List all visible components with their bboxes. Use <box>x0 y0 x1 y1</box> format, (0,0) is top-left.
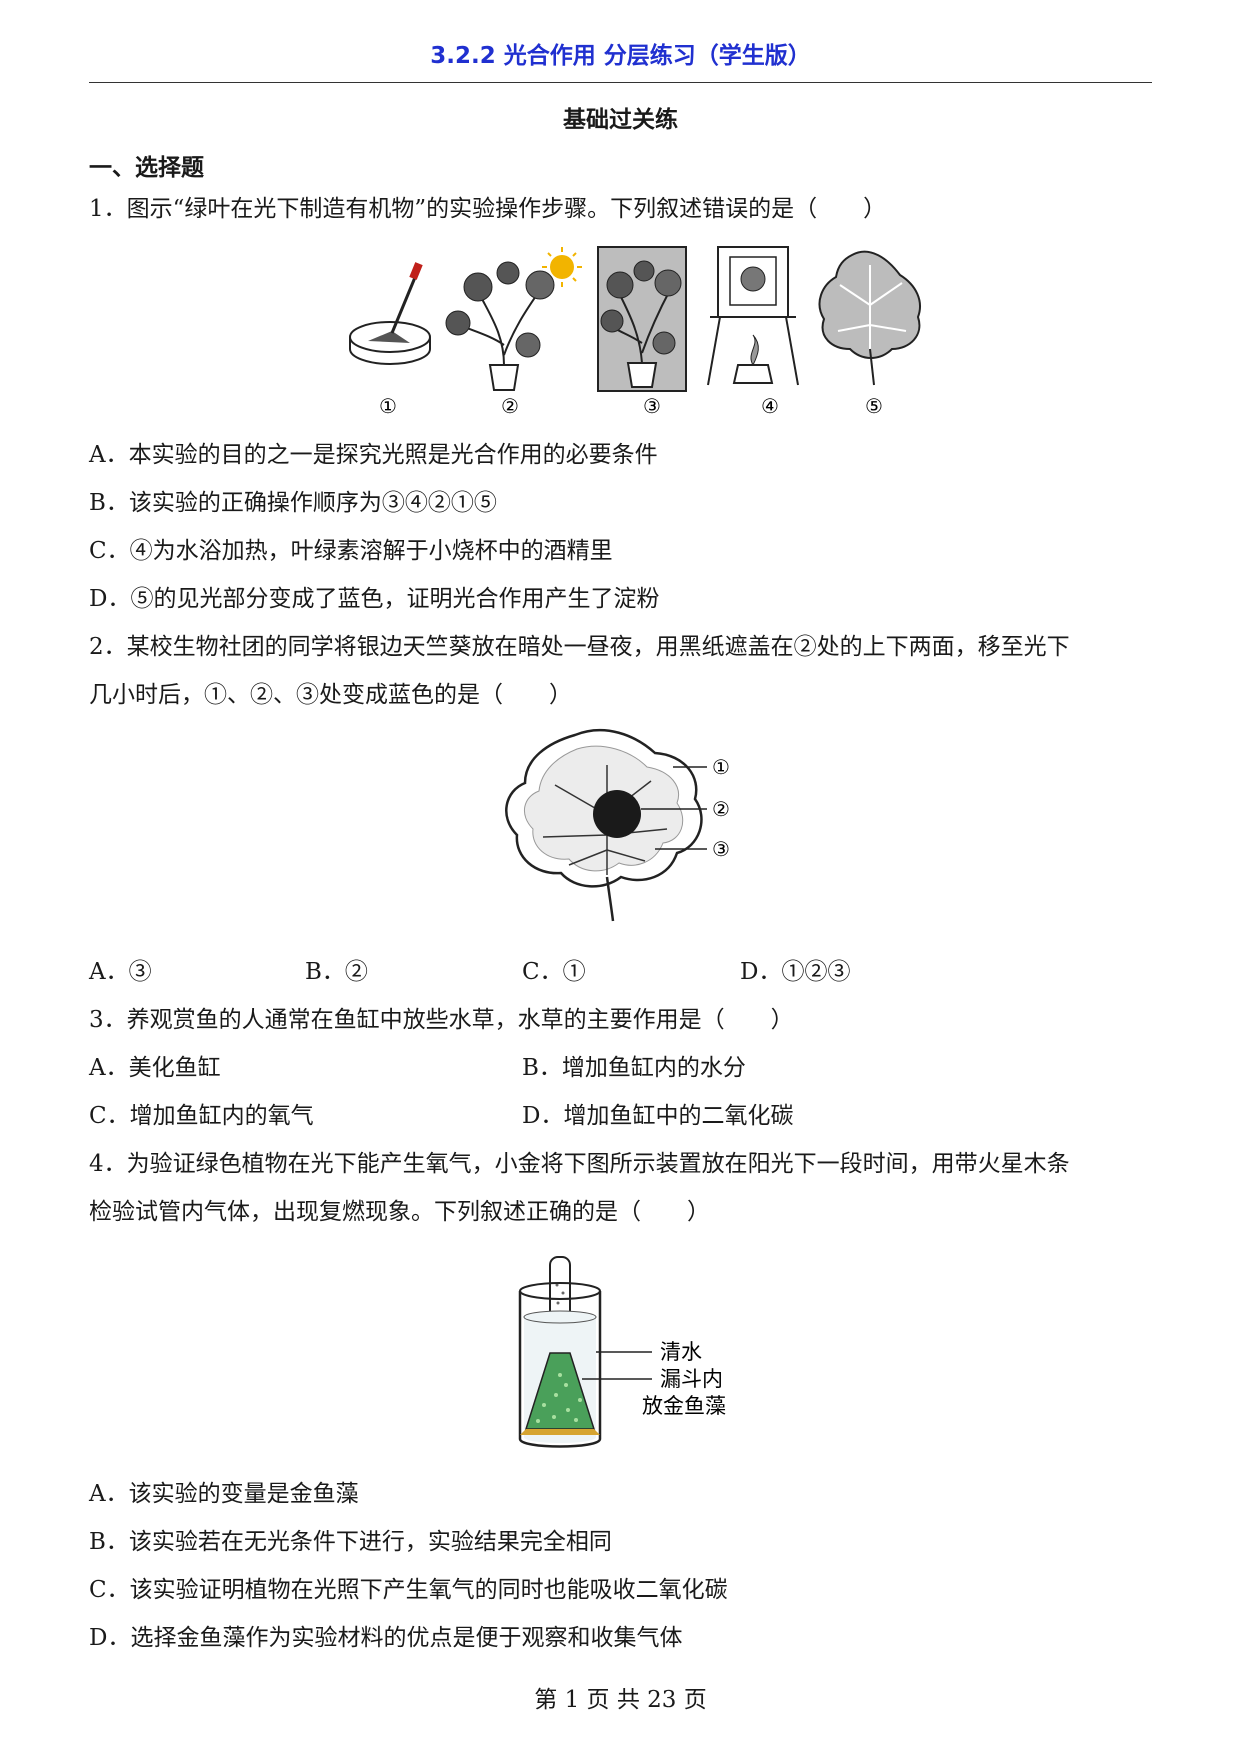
q4-apparatus-figure: 清水 漏斗内 放金鱼藻 <box>518 1256 726 1448</box>
q4-option-a: A．该实验的变量是金鱼藻 <box>89 1481 359 1507</box>
q1-option-d: D．⑤的见光部分变成了蓝色，证明光合作用产生了淀粉 <box>89 586 660 612</box>
q4-option-d: D．选择金鱼藻作为实验材料的优点是便于观察和收集气体 <box>89 1625 683 1651</box>
q2-leaf-figure: ① ② ③ <box>505 728 730 922</box>
q2-option-d: D．①②③ <box>740 959 851 985</box>
q2-option-b: B．② <box>305 959 368 985</box>
q3-option-c: C．增加鱼缸内的氧气 <box>89 1103 314 1129</box>
q4-fig-label-funnel: 漏斗内 <box>660 1367 723 1391</box>
q2-option-c: C．① <box>522 959 586 985</box>
q1-fig-label-3: ③ <box>643 394 661 418</box>
q3-stem: 3．养观赏鱼的人通常在鱼缸中放些水草，水草的主要作用是（ ） <box>89 1007 794 1033</box>
q1-figure: ① ② ③ ④ ⑤ <box>349 246 921 418</box>
page-footer: 第 1 页 共 23 页 <box>534 1687 707 1713</box>
q1-fig-label-2: ② <box>501 394 519 418</box>
q3-option-b: B．增加鱼缸内的水分 <box>522 1055 746 1081</box>
part-title: 一、选择题 <box>89 155 204 181</box>
header-divider <box>89 82 1152 83</box>
q1-option-a: A．本实验的目的之一是探究光照是光合作用的必要条件 <box>89 442 658 468</box>
q2-fig-label-3: ③ <box>712 837 730 861</box>
q4-option-c: C．该实验证明植物在光照下产生氧气的同时也能吸收二氧化碳 <box>89 1577 728 1603</box>
q3-option-d: D．增加鱼缸中的二氧化碳 <box>522 1103 794 1129</box>
q1-fig-leaf <box>818 250 921 386</box>
q2-stem-line-1: 2．某校生物社团的同学将银边天竺葵放在暗处一昼夜，用黑纸遮盖在②处的上下两面，移… <box>89 634 1070 660</box>
q4-fig-label-algae: 放金鱼藻 <box>642 1394 726 1418</box>
q1-fig-label-5: ⑤ <box>865 394 883 418</box>
q2-stem-line-2: 几小时后，①、②、③处变成蓝色的是（ ） <box>89 682 572 708</box>
q4-stem-line-1: 4．为验证绿色植物在光下能产生氧气，小金将下图所示装置放在阳光下一段时间，用带火… <box>89 1151 1070 1177</box>
q4-stem-line-2: 检验试管内气体，出现复燃现象。下列叙述正确的是（ ） <box>89 1199 710 1225</box>
q1-fig-water-bath <box>707 246 799 386</box>
q4-option-b: B．该实验若在无光条件下进行，实验结果完全相同 <box>89 1529 612 1555</box>
q1-fig-plant-dark <box>597 246 687 392</box>
q3-option-a: A．美化鱼缸 <box>89 1055 221 1081</box>
page-header-title: 3.2.2 光合作用 分层练习（学生版） <box>430 43 811 69</box>
section-title: 基础过关练 <box>563 107 678 133</box>
q4-fig-label-water: 清水 <box>660 1340 702 1364</box>
q1-fig-label-4: ④ <box>761 394 779 418</box>
q1-fig-dish-dropper <box>349 262 431 365</box>
q1-fig-plant-sun <box>445 247 582 391</box>
q2-option-a: A．③ <box>89 959 152 985</box>
q1-stem: 1．图示“绿叶在光下制造有机物”的实验操作步骤。下列叙述错误的是（ ） <box>89 196 887 222</box>
q1-option-c: C．④为水浴加热，叶绿素溶解于小烧杯中的酒精里 <box>89 538 613 564</box>
q1-option-b: B．该实验的正确操作顺序为③④②①⑤ <box>89 490 497 516</box>
q1-fig-label-1: ① <box>379 394 397 418</box>
q2-fig-label-2: ② <box>712 797 730 821</box>
q2-fig-label-1: ① <box>712 755 730 779</box>
